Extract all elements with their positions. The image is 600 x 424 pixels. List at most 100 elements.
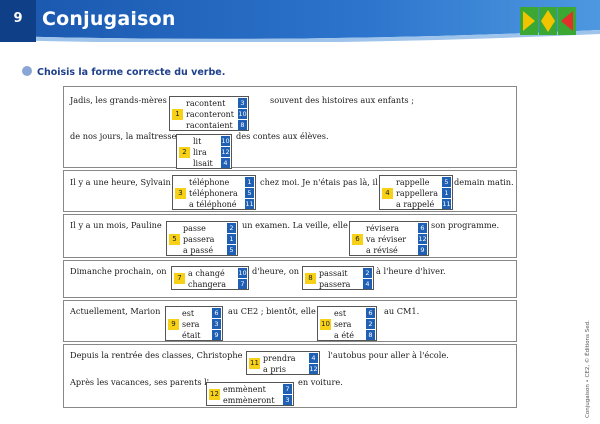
- sentence-text: Après les vacances, ses parents l': [70, 377, 210, 387]
- exercise-block-6: Depuis la rentrée des classes, Christoph…: [63, 344, 517, 408]
- verb-option[interactable]: va réviser: [366, 235, 407, 244]
- sentence-text: des contes aux élèves.: [236, 131, 329, 141]
- verb-choice-5: 5 passe 2 passera 1 a passé 5: [166, 221, 238, 256]
- verb-option[interactable]: a révisé: [366, 246, 398, 255]
- verb-option[interactable]: sera: [182, 320, 200, 329]
- copyright-note: Conjugaison • CE2, © Éditions Sed.: [585, 320, 591, 418]
- verb-option[interactable]: a pris: [263, 365, 286, 374]
- sentence-text: souvent des histoires aux enfants ;: [270, 95, 414, 105]
- exercise-block-4: Dimanche prochain, on d'heure, on à l'he…: [63, 260, 517, 298]
- answer-code: 4: [221, 158, 230, 168]
- answer-code: 6: [212, 308, 221, 318]
- sentence-text: demain matin.: [454, 177, 514, 187]
- answer-code: 2: [227, 223, 236, 233]
- question-number: 12: [209, 389, 220, 400]
- header-background: [0, 0, 600, 42]
- sentence-text: Actuellement, Marion: [70, 306, 161, 316]
- verb-option[interactable]: a changé: [188, 269, 225, 278]
- answer-code: 4: [363, 279, 372, 289]
- answer-code: 5: [245, 188, 254, 198]
- header-banner: 9 Conjugaison: [0, 0, 600, 42]
- answer-code: 9: [418, 245, 427, 255]
- verb-option[interactable]: a téléphoné: [189, 200, 237, 209]
- verb-option[interactable]: passait: [319, 269, 348, 278]
- verb-choice-12: 12 emmènent 7 emmèneront 3: [206, 382, 294, 406]
- verb-option[interactable]: lit: [193, 137, 202, 146]
- sentence-text: chez moi. Je n'étais pas là, il: [260, 177, 378, 187]
- verb-option[interactable]: rappelle: [396, 178, 430, 187]
- sentence-text: Depuis la rentrée des classes, Christoph…: [70, 350, 243, 360]
- verb-option[interactable]: a rappelé: [396, 200, 435, 209]
- verb-option[interactable]: racontent: [186, 99, 226, 108]
- answer-code: 3: [238, 98, 247, 108]
- answer-code: 1: [442, 188, 451, 198]
- answer-code: 6: [418, 223, 427, 233]
- verb-choice-6: 6 révisera 6 va réviser 12 a révisé 9: [349, 221, 429, 256]
- exercise-block-2: Il y a une heure, Sylvain chez moi. Je n…: [63, 170, 517, 212]
- answer-code: 10: [238, 109, 247, 119]
- answer-code: 3: [212, 319, 221, 329]
- question-number: 6: [352, 234, 363, 245]
- answer-code: 8: [366, 330, 375, 340]
- answer-code: 7: [238, 279, 247, 289]
- answer-code: 10: [221, 136, 230, 146]
- verb-choice-4: 4 rappelle 5 rappellera 1 a rappelé 11: [379, 175, 453, 210]
- bullet-icon: [22, 66, 32, 76]
- verb-option[interactable]: a été: [334, 331, 354, 340]
- sentence-text: en voiture.: [298, 377, 343, 387]
- sentence-text: de nos jours, la maîtresse: [70, 131, 177, 141]
- verb-choice-9: 9 est 6 sera 3 était 9: [165, 306, 223, 341]
- answer-code: 11: [245, 199, 254, 209]
- series-logo-icon: [520, 7, 576, 35]
- verb-option[interactable]: rappellera: [396, 189, 439, 198]
- verb-option[interactable]: lira: [193, 148, 207, 157]
- sentence-text: Il y a un mois, Pauline: [70, 220, 162, 230]
- answer-code: 12: [309, 364, 318, 374]
- verb-choice-2: 2 lit 10 lira 12 lisait 4: [176, 134, 232, 169]
- instruction: Choisis la forme correcte du verbe.: [22, 66, 225, 78]
- verb-option[interactable]: est: [182, 309, 195, 318]
- answer-code: 9: [212, 330, 221, 340]
- question-number: 1: [172, 109, 183, 120]
- verb-option[interactable]: racontaient: [186, 121, 233, 130]
- verb-option[interactable]: emmènent: [223, 385, 266, 394]
- sentence-text: Jadis, les grands-mères: [70, 95, 167, 105]
- question-number: 11: [249, 358, 260, 369]
- verb-option[interactable]: téléphone: [189, 178, 230, 187]
- question-number: 7: [174, 273, 185, 284]
- verb-option[interactable]: lisait: [193, 159, 213, 168]
- answer-code: 3: [283, 395, 292, 405]
- verb-option[interactable]: passera: [183, 235, 215, 244]
- answer-code: 4: [309, 353, 318, 363]
- verb-choice-1: 1 racontent 3 raconteront 10 racontaient…: [169, 96, 249, 131]
- verb-option[interactable]: passe: [183, 224, 206, 233]
- answer-code: 12: [221, 147, 230, 157]
- exercise-block-3: Il y a un mois, Pauline un examen. La ve…: [63, 214, 517, 258]
- verb-option[interactable]: sera: [334, 320, 352, 329]
- sentence-text: Il y a une heure, Sylvain: [70, 177, 171, 187]
- sentence-text: son programme.: [431, 220, 500, 230]
- sentence-text: l'autobus pour aller à l'école.: [328, 350, 449, 360]
- verb-choice-7: 7 a changé 10 changera 7: [171, 266, 249, 290]
- verb-option[interactable]: changera: [188, 280, 227, 289]
- verb-option[interactable]: prendra: [263, 354, 296, 363]
- verb-option[interactable]: passera: [319, 280, 351, 289]
- answer-code: 5: [227, 245, 236, 255]
- verb-option[interactable]: emmèneront: [223, 396, 275, 405]
- verb-option[interactable]: révisera: [366, 224, 400, 233]
- verb-option[interactable]: téléphonera: [189, 189, 238, 198]
- question-number: 10: [320, 319, 331, 330]
- answer-code: 2: [366, 319, 375, 329]
- answer-code: 6: [366, 308, 375, 318]
- verb-option[interactable]: était: [182, 331, 201, 340]
- answer-code: 2: [363, 268, 372, 278]
- verb-option[interactable]: est: [334, 309, 347, 318]
- question-number: 3: [175, 188, 186, 199]
- verb-choice-11: 11 prendra 4 a pris 12: [246, 351, 320, 375]
- sentence-text: au CM1.: [384, 306, 420, 316]
- verb-option[interactable]: a passé: [183, 246, 214, 255]
- question-number: 2: [179, 147, 190, 158]
- verb-option[interactable]: raconteront: [186, 110, 234, 119]
- exercise-block-1: Jadis, les grands-mères souvent des hist…: [63, 86, 517, 169]
- question-number: 9: [168, 319, 179, 330]
